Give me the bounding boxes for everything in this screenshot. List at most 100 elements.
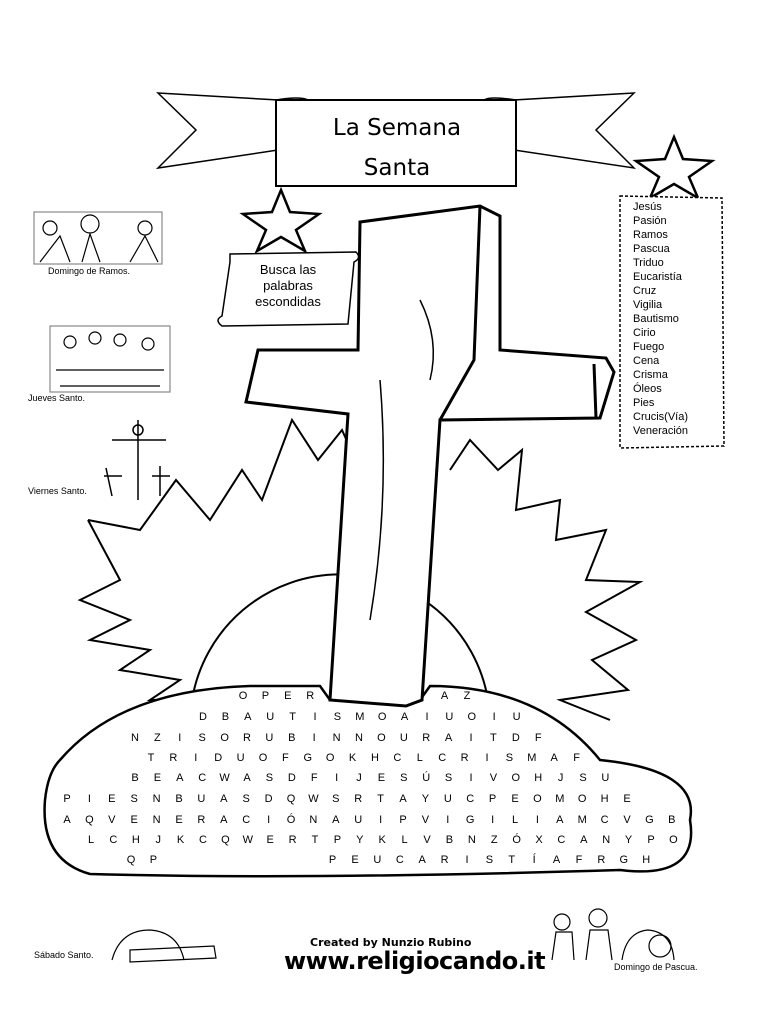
puzzle-letter: T <box>289 711 296 723</box>
puzzle-letter: A <box>220 793 228 805</box>
puzzle-letter: U <box>265 732 274 744</box>
puzzle-letter: Z <box>154 732 161 744</box>
puzzle-letter: E <box>511 793 519 805</box>
puzzle-letter: S <box>198 732 206 744</box>
puzzle-letter: I <box>312 732 316 744</box>
puzzle-letter: R <box>597 854 606 866</box>
page-title: La Semana Santa <box>278 108 516 188</box>
puzzle-letter: N <box>152 793 161 805</box>
puzzle-letter: T <box>490 732 497 744</box>
title-line-1: La Semana <box>332 115 462 141</box>
puzzle-letter: H <box>600 793 609 805</box>
puzzle-letter: N <box>602 834 611 846</box>
puzzle-letter: D <box>214 752 223 764</box>
puzzle-letter: M <box>527 752 537 764</box>
puzzle-letter: K <box>348 752 357 764</box>
puzzle-letter: G <box>465 814 475 826</box>
puzzle-letter: N <box>355 732 363 744</box>
word-list-item: Cena <box>633 355 660 367</box>
puzzle-letter: I <box>492 711 496 723</box>
puzzle-letter: J <box>155 834 161 846</box>
instruction-text: Busca las palabras escondidas <box>232 262 344 310</box>
puzzle-letter: I <box>491 814 495 826</box>
word-list-item: Jesús <box>633 201 662 213</box>
puzzle-letter: U <box>197 793 206 805</box>
puzzle-letter: U <box>512 711 521 723</box>
puzzle-letter: U <box>601 772 610 784</box>
puzzle-letter: W <box>242 834 253 846</box>
puzzle-letter: O <box>220 732 229 744</box>
word-list-item: Vigilia <box>633 299 663 311</box>
puzzle-letter: A <box>399 793 407 805</box>
puzzle-letter: G <box>619 854 629 866</box>
puzzle-letter: N <box>332 732 341 744</box>
puzzle-letter: K <box>176 834 185 846</box>
puzzle-letter: A <box>552 854 561 866</box>
puzzle-letter: R <box>288 834 297 846</box>
puzzle-letter: I <box>425 711 429 723</box>
puzzle-letter: P <box>149 854 158 866</box>
puzzle-letter: H <box>371 752 379 764</box>
puzzle-letter: I <box>485 752 489 764</box>
puzzle-letter: R <box>197 814 206 826</box>
puzzle-letter: E <box>266 834 274 846</box>
puzzle-letter: V <box>423 834 431 846</box>
puzzle-letter: M <box>555 793 565 805</box>
puzzle-letter: D <box>264 793 273 805</box>
star-icon <box>632 133 716 201</box>
caption-viernes-santo: Viernes Santo. <box>28 486 87 496</box>
puzzle-letter: P <box>333 834 342 846</box>
puzzle-letter: C <box>109 834 118 846</box>
puzzle-letter: A <box>63 814 71 826</box>
puzzle-letter: A <box>418 854 426 866</box>
word-list-item: Crucis(Vía) <box>633 411 689 423</box>
puzzle-letter: I <box>87 793 91 805</box>
puzzle-letter: I <box>446 814 450 826</box>
puzzle-letter: O <box>325 752 335 764</box>
puzzle-letter: N <box>467 834 476 846</box>
puzzle-letter: P <box>63 793 71 805</box>
puzzle-letter: F <box>310 772 318 784</box>
instruction-line-1: Busca las <box>259 262 317 277</box>
puzzle-letter: S <box>485 854 494 866</box>
puzzle-letter: L <box>511 814 519 826</box>
title-line-2: Santa <box>363 155 431 181</box>
puzzle-letter: S <box>332 793 340 805</box>
word-list-item: Eucaristía <box>633 271 682 283</box>
puzzle-letter: Ó <box>286 814 296 826</box>
puzzle-letter: M <box>577 814 587 826</box>
puzzle-letter: U <box>399 732 408 744</box>
palm-sunday-illustration <box>33 211 163 265</box>
puzzle-letter: V <box>421 814 430 826</box>
puzzle-letter: C <box>466 793 475 805</box>
puzzle-letter: L <box>416 752 423 764</box>
word-list-item: Cirio <box>633 327 656 339</box>
puzzle-letter: O <box>533 793 542 805</box>
puzzle-letter: I <box>267 814 271 826</box>
puzzle-letter: V <box>108 814 116 826</box>
puzzle-letter: T <box>508 854 516 866</box>
puzzle-letter: R <box>422 732 431 744</box>
puzzle-letter: I <box>335 772 339 784</box>
puzzle-letter: Ó <box>512 834 521 846</box>
puzzle-letter: R <box>354 793 363 805</box>
puzzle-letter: Y <box>421 793 430 805</box>
word-list-item: Veneración <box>633 425 689 437</box>
puzzle-letter: Ú <box>422 772 431 784</box>
puzzle-letter: E <box>377 772 386 784</box>
puzzle-letter: R <box>440 854 449 866</box>
puzzle-letter: A <box>580 834 588 846</box>
puzzle-letter: R <box>169 752 178 764</box>
word-list-item: Ramos <box>633 229 668 241</box>
puzzle-letter: O <box>238 690 248 702</box>
caption-jueves-santo: Jueves Santo. <box>28 393 86 403</box>
puzzle-letter: U <box>236 752 245 764</box>
puzzle-letter: P <box>647 834 655 846</box>
caption-domingo-pascua: Domingo de Pascua. <box>614 962 698 972</box>
puzzle-letter: I <box>535 814 539 826</box>
puzzle-letter: T <box>147 752 155 764</box>
puzzle-letter: R <box>306 690 315 702</box>
puzzle-letter: J <box>557 772 564 784</box>
star-icon <box>239 186 323 254</box>
puzzle-letter: O <box>669 834 678 846</box>
